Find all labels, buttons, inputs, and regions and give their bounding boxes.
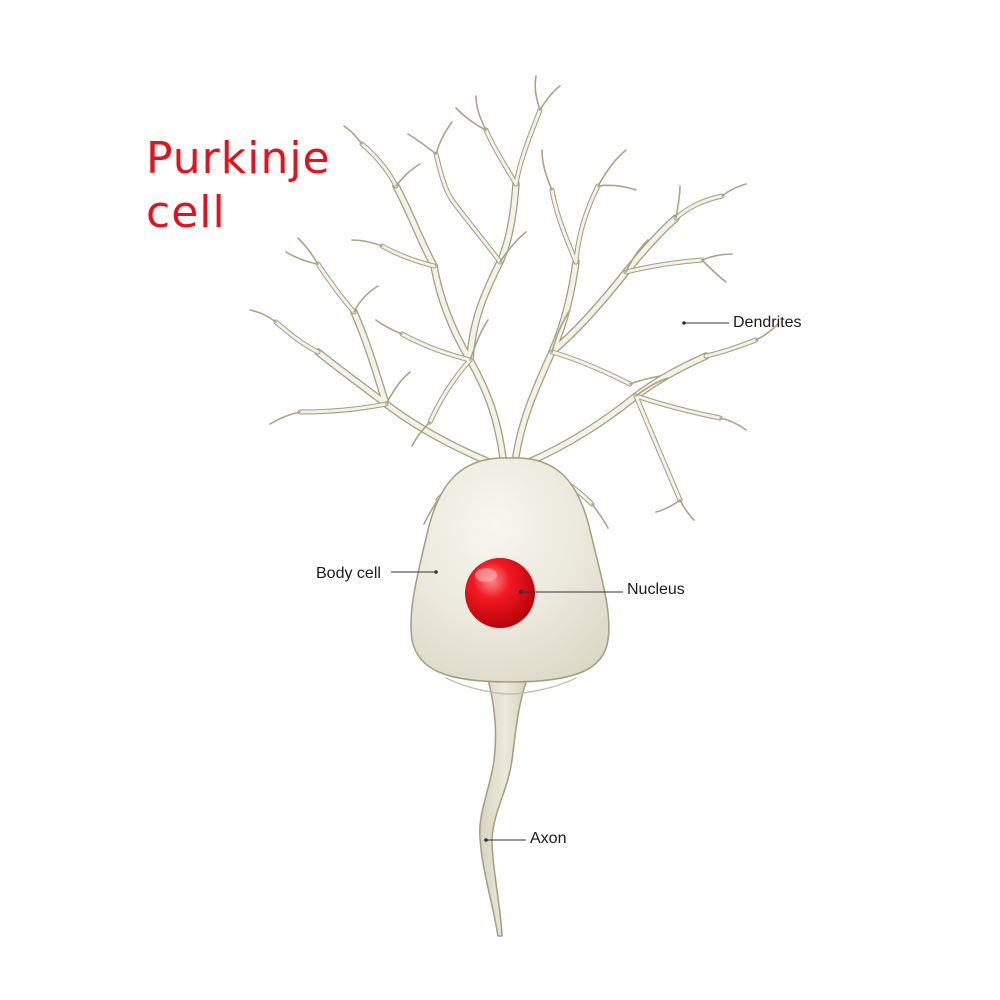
leader-lines [391,322,729,841]
body-cell-label: Body cell [316,565,381,582]
body-cell-leader-dot [434,570,438,574]
diagram-title-line-2: cell [146,187,226,238]
nucleus-highlight [475,568,497,582]
dendrites-label: Dendrites [733,314,802,331]
dendrites-leader-dot [682,321,686,325]
axon-label: Axon [530,830,567,847]
nucleus-label: Nucleus [627,581,685,598]
diagram-title-line-1: Purkinje [146,133,331,184]
nucleus-leader-dot [518,589,524,595]
axon-shape [479,671,531,937]
dendrite-twigs [249,75,779,529]
axon-hillock-shadow [445,677,577,695]
nucleus-shape [465,558,535,628]
leader-dots [434,321,686,842]
axon-leader-dot [484,838,488,842]
